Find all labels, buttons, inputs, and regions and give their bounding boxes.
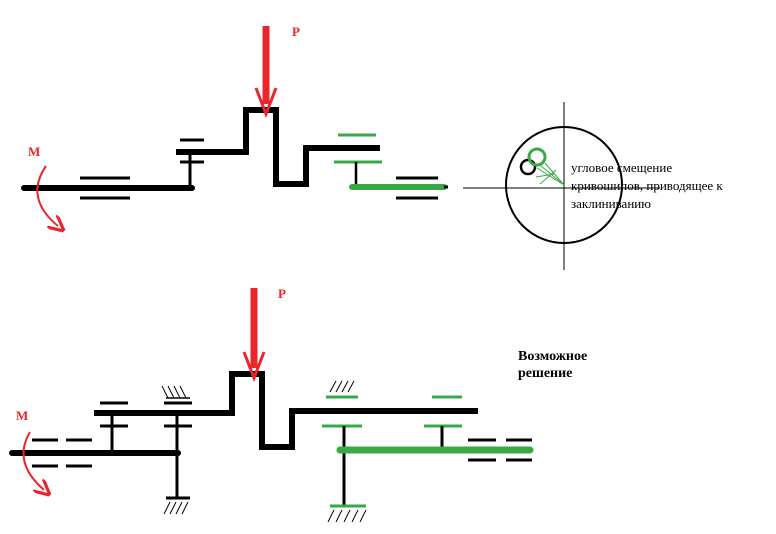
- bottom-force-label: P: [278, 286, 286, 301]
- ground-hatch: [163, 501, 189, 515]
- bottom-force-arrowhead: [242, 351, 266, 383]
- ground-hatch: [329, 380, 355, 393]
- top-moment-label: M: [28, 144, 40, 159]
- bottom-moment-arrow: [22, 431, 44, 490]
- caption-line-1: Возможное: [518, 349, 587, 364]
- ground-hatch: [327, 509, 367, 523]
- top-force-label: P: [292, 24, 300, 39]
- note-line-1: угловое смещение: [571, 160, 672, 175]
- caption-line-2: решение: [518, 366, 572, 381]
- ground-hatch: [161, 385, 187, 399]
- crank-circle: [505, 126, 623, 244]
- top-force-arrowhead: [254, 87, 278, 119]
- bottom-scheme: P M Возможное решение: [9, 286, 587, 523]
- bottom-moment-label: M: [16, 408, 28, 423]
- top-scheme: P M угловое смещение кривошипов, приводя…: [21, 24, 723, 270]
- top-moment-arrow: [36, 165, 58, 226]
- note-line-3: заклиниванию: [571, 196, 651, 211]
- top-crankshaft: [176, 107, 380, 187]
- bottom-crankshaft: [94, 371, 478, 450]
- note-line-2: кривошипов, приводящее к: [571, 178, 723, 193]
- green-crankpin: [527, 147, 547, 167]
- angle-hatch: [535, 162, 565, 186]
